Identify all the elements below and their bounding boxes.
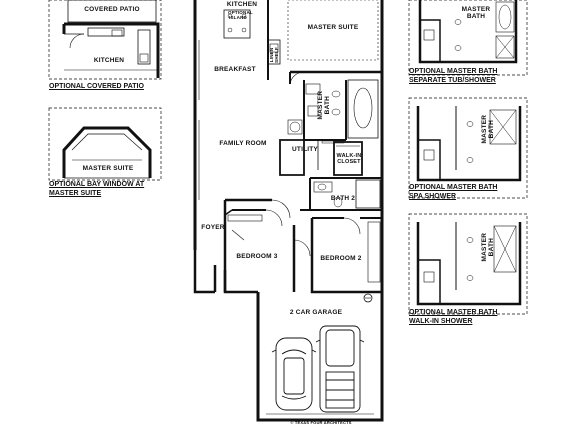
bath-spa-label: MASTER BATH [480, 114, 495, 144]
caption-bath-spa-line2: SPA SHOWER [409, 193, 457, 200]
room-master-bath-label: MASTER BATH [316, 90, 331, 120]
room-bedroom-2-label: BEDROOM 2 [320, 255, 362, 262]
room-garage-label: 2 CAR GARAGE [289, 309, 343, 316]
inset-bay-window-drawing [48, 107, 162, 181]
caption-bath-separate-line1: OPTIONAL MASTER BATH [409, 68, 498, 75]
room-kitchen-label: KITCHEN [226, 1, 258, 8]
caption-bath-separate-line2: SEPARATE TUB/SHOWER [409, 77, 496, 84]
bay-room-label: MASTER SUITE [82, 165, 134, 172]
room-foyer-label: FOYER [201, 224, 225, 231]
room-family-room-label: FAMILY ROOM [219, 140, 267, 147]
room-utility-label: UTILITY [292, 146, 318, 153]
caption-bath-walkin-line2: WALK-IN SHOWER [409, 318, 473, 325]
room-bedroom-3-label: BEDROOM 3 [236, 253, 278, 260]
inset-bath-separate-drawing [408, 0, 528, 76]
caption-bath-walkin-line1: OPTIONAL MASTER BATH [409, 309, 498, 316]
bath-walkin-label: MASTER BATH [480, 232, 495, 262]
room-master-suite-label: MASTER SUITE [307, 24, 359, 31]
room-walk-in-closet-label: WALK-IN CLOSET [336, 153, 362, 166]
inset-bath-walkin-drawing [408, 213, 528, 315]
patio-kitchen-label: KITCHEN [93, 57, 125, 64]
car-truck-drawing [315, 325, 365, 413]
caption-covered-patio: OPTIONAL COVERED PATIO [49, 83, 144, 90]
inset-covered-patio-drawing [48, 0, 162, 80]
inset-bath-spa-drawing [408, 97, 528, 199]
main-plan-drawing [193, 0, 384, 422]
linen-shelf-label: LINEN SHELF [269, 47, 279, 63]
optional-island-label: OPTIONAL ISLAND [228, 10, 253, 20]
room-breakfast-label: BREAKFAST [214, 66, 256, 73]
room-bath-2-label: BATH 2 [330, 195, 356, 202]
caption-bay-window-line1: OPTIONAL BAY WINDOW AT [49, 181, 145, 188]
car-sedan-drawing [271, 337, 317, 411]
caption-bay-window-line2: MASTER SUITE [49, 190, 102, 197]
caption-bath-spa-line1: OPTIONAL MASTER BATH [409, 184, 498, 191]
patio-room-label: COVERED PATIO [84, 6, 140, 13]
copyright-label: © TEXAS FOUR ARCHITECTS [290, 420, 352, 425]
bath-separate-label: MASTER BATH [461, 6, 491, 21]
